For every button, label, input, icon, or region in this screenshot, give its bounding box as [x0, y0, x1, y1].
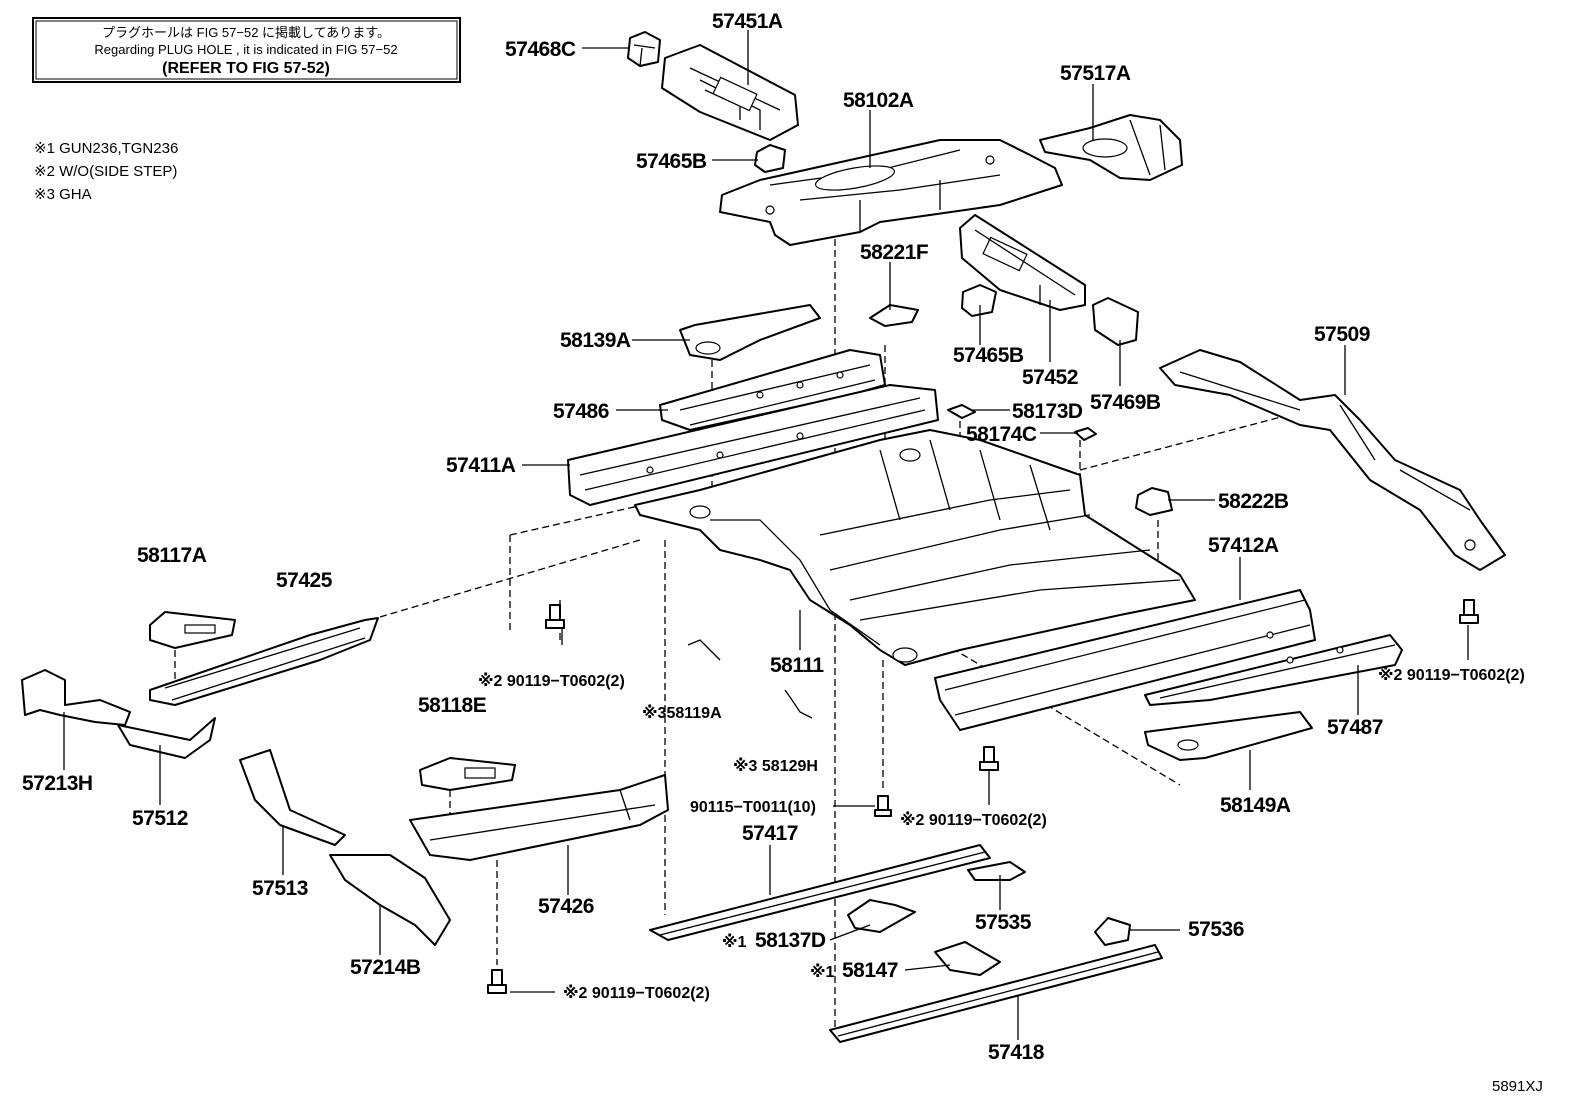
note-bolt-left-top: ※2 90119−T0602(2): [478, 672, 625, 690]
note-bolt-bottom: ※2 90119−T0602(2): [563, 984, 710, 1002]
label-57452: 57452: [1022, 366, 1078, 389]
label-58118E: 58118E: [418, 694, 487, 717]
part-57512: [117, 717, 216, 759]
label-58102A: 58102A: [843, 89, 914, 112]
part-57465B-mid: [961, 284, 997, 317]
label-57214B: 57214B: [350, 956, 421, 979]
label-58139A: 58139A: [560, 329, 631, 352]
note-labels: ※358119A ※3 58129H ※1 ※1 ※2 90119−T0602(…: [478, 666, 1525, 1002]
label-57536: 57536: [1188, 918, 1244, 941]
footnote-legend: ※1 GUN236,TGN236 ※2 W/O(SIDE STEP) ※3 GH…: [34, 140, 178, 203]
label-57469B: 57469B: [1090, 391, 1161, 414]
leader-lines: [63, 30, 1469, 1040]
label-57487: 57487: [1327, 716, 1383, 739]
part-57417: [649, 844, 991, 941]
part-57468C: [627, 31, 661, 67]
part-58222B: [1135, 487, 1173, 516]
bolt-icon-center: [979, 746, 999, 771]
label-58174C: 58174C: [966, 423, 1037, 446]
part-58137D: [847, 899, 916, 933]
diagram-code: 5891XJ: [1492, 1078, 1543, 1095]
legend-item-1: ※1 GUN236,TGN236: [34, 140, 178, 157]
part-57214B: [329, 854, 451, 946]
bolt-icon-left-top: [545, 604, 565, 629]
label-57465B-top: 57465B: [636, 150, 707, 173]
label-57513: 57513: [252, 877, 308, 900]
part-58221F: [869, 304, 919, 327]
part-58173D: [947, 404, 976, 419]
part-58119A: [687, 639, 721, 661]
label-58222B: 58222B: [1218, 490, 1289, 513]
note-line-refer: (REFER TO FIG 57-52): [162, 60, 330, 77]
legend-item-2: ※2 W/O(SIDE STEP): [34, 163, 177, 180]
part-58147: [934, 941, 1001, 976]
part-58149A: [1144, 711, 1313, 761]
label-57468C: 57468C: [505, 38, 576, 61]
label-57512: 57512: [132, 807, 188, 830]
label-58221F: 58221F: [860, 241, 929, 264]
label-57451A: 57451A: [712, 10, 783, 33]
label-58147: 58147: [842, 959, 898, 982]
label-57517A: 57517A: [1060, 62, 1131, 85]
label-57417: 57417: [742, 822, 798, 845]
part-57451A: [661, 44, 799, 141]
label-57213H: 57213H: [22, 772, 93, 795]
part-58117A: [149, 611, 236, 649]
label-58137D: 58137D: [755, 929, 826, 952]
part-57536: [1094, 917, 1131, 946]
part-57411A: [567, 384, 939, 506]
note-bolt-center: ※2 90119−T0602(2): [900, 811, 1047, 829]
bolt-icon-right: [1459, 599, 1479, 624]
label-58149A: 58149A: [1220, 794, 1291, 817]
part-57535: [967, 861, 1026, 881]
part-57426: [409, 774, 669, 861]
bolt-icon-bottom: [487, 969, 507, 994]
part-57509: [1159, 349, 1506, 571]
part-57213H: [21, 669, 131, 726]
part-58129H: [784, 689, 813, 719]
part-57425: [149, 617, 379, 706]
note-line-japanese: プラグホールは FIG 57−52 に掲載してあります。: [102, 25, 390, 40]
part-58118E: [419, 757, 516, 791]
note-line-english: Regarding PLUG HOLE , it is indicated in…: [94, 42, 397, 57]
note-58129H: ※3 58129H: [733, 757, 818, 775]
part-57517A: [1039, 114, 1183, 181]
note-bolt-90115: 90115−T0011(10): [690, 799, 816, 816]
label-57535: 57535: [975, 911, 1032, 934]
label-58173D: 58173D: [1012, 400, 1083, 423]
label-57425: 57425: [276, 569, 333, 592]
part-58102A: [719, 139, 1063, 246]
part-57487: [1144, 634, 1403, 706]
part-57412A: [934, 589, 1316, 731]
note-58137D-mark: ※1: [722, 933, 747, 951]
legend-item-3: ※3 GHA: [34, 186, 92, 203]
part-57465B-top: [754, 144, 786, 173]
label-57412A: 57412A: [1208, 534, 1279, 557]
note-58119A: ※358119A: [642, 704, 722, 722]
part-58111: [634, 429, 1196, 666]
part-58139A: [679, 304, 821, 361]
part-57452: [959, 214, 1086, 311]
note-bolt-right: ※2 90119−T0602(2): [1378, 666, 1525, 684]
part-58174C: [1074, 427, 1097, 441]
part-57513: [239, 749, 346, 846]
reference-note-box: プラグホールは FIG 57−52 に掲載してあります。 Regarding P…: [32, 17, 461, 83]
label-57465B-mid: 57465B: [953, 344, 1024, 367]
bolt-icon-90115: [874, 795, 892, 817]
label-57509: 57509: [1314, 323, 1370, 346]
part-57418: [829, 944, 1163, 1043]
label-58117A: 58117A: [137, 544, 207, 567]
note-58147-mark: ※1: [810, 963, 835, 981]
label-58111: 58111: [770, 654, 824, 677]
label-57411A: 57411A: [446, 454, 516, 477]
label-57486: 57486: [553, 400, 609, 423]
label-57426: 57426: [538, 895, 594, 918]
part-57469B: [1092, 297, 1139, 346]
label-57418: 57418: [988, 1041, 1045, 1064]
part-labels: 57451A 57468C 57517A 58102A 57465B 58221…: [22, 10, 1383, 1064]
